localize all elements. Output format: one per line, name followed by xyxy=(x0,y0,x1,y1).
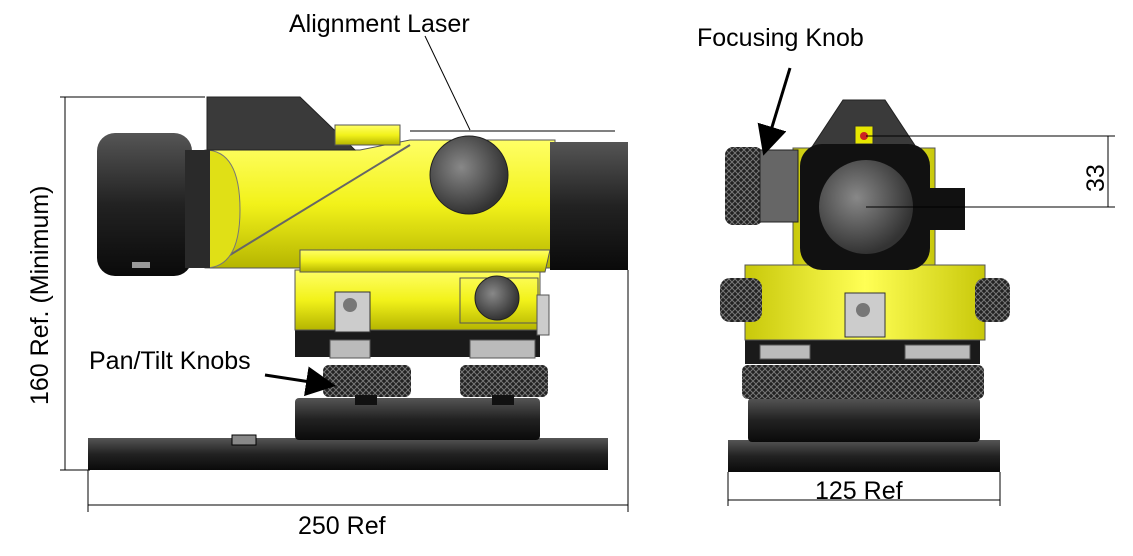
side-objective xyxy=(550,142,628,270)
side-fine-knob xyxy=(474,275,520,321)
side-view xyxy=(88,96,628,470)
front-dimensions xyxy=(727,135,1115,506)
height-dim-label: 160 Ref. (Minimum) xyxy=(26,185,54,406)
front-right-knob xyxy=(975,278,1010,322)
side-pan-tilt-knobs xyxy=(323,365,548,405)
side-top-sight xyxy=(206,96,357,151)
front-view xyxy=(720,99,1010,472)
alignment-laser-label: Alignment Laser xyxy=(289,10,470,38)
side-focus-knob xyxy=(429,135,509,215)
side-eyepiece xyxy=(97,133,192,276)
width-side-label: 250 Ref xyxy=(298,512,386,540)
front-left-knob xyxy=(720,278,762,322)
side-bubble-vial xyxy=(231,434,257,446)
focusing-knob-arrow xyxy=(757,67,792,156)
side-base-plate xyxy=(88,438,608,470)
pan-tilt-knobs-label: Pan/Tilt Knobs xyxy=(89,347,251,375)
front-base-plate xyxy=(728,440,1000,472)
front-knobs xyxy=(742,365,984,399)
focusing-knob-label: Focusing Knob xyxy=(697,24,864,52)
side-dimensions xyxy=(60,96,629,512)
side-body-bottom xyxy=(299,249,551,273)
laser-offset-label: 33 xyxy=(1082,164,1110,192)
alignment-laser-leader xyxy=(424,35,471,131)
front-rotating-base xyxy=(748,398,980,442)
width-front-label: 125 Ref xyxy=(815,477,903,505)
pan-tilt-arrow xyxy=(264,366,336,397)
front-focusing-knob xyxy=(725,147,763,225)
side-rotating-base xyxy=(295,398,540,440)
